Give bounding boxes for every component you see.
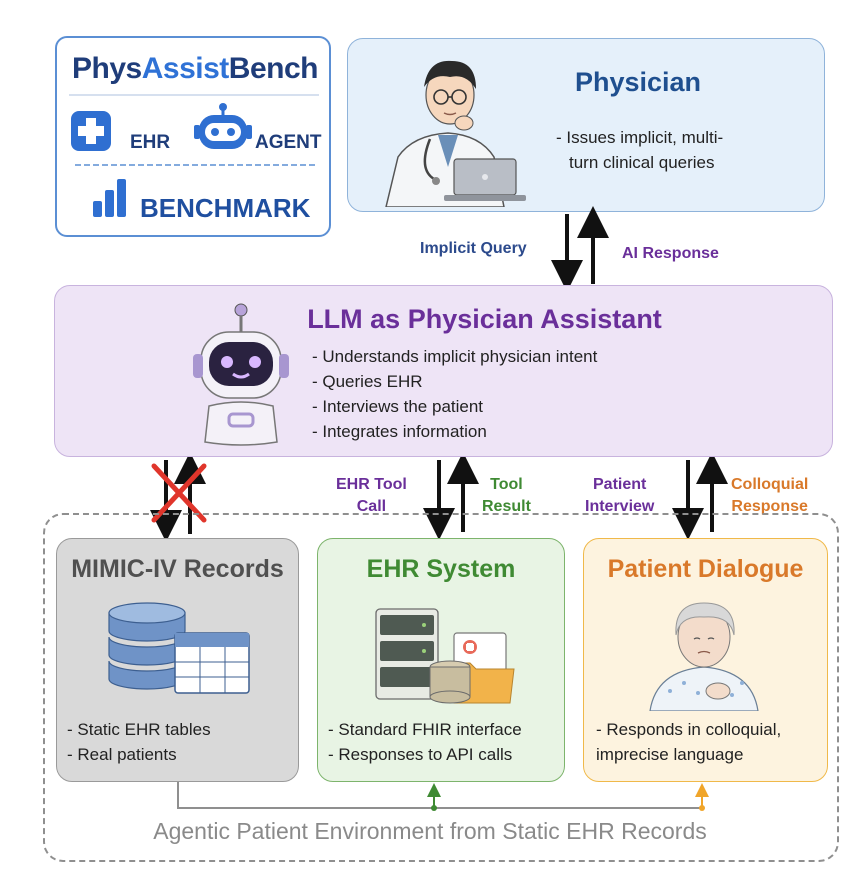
- blocked-cross-icon: [151, 463, 207, 523]
- robot-assistant-illustration: [193, 303, 289, 446]
- llm-capability: - Integrates information: [312, 422, 487, 441]
- database-icon: [108, 602, 250, 694]
- logo-title: PhysAssistBench: [72, 52, 318, 85]
- physician-description: - Issues implicit, multi- turn clinical …: [556, 128, 724, 172]
- environment-caption: Agentic Patient Environment from Static …: [153, 818, 707, 844]
- logo-graphics: [69, 94, 319, 217]
- patient-dialogue-title: Patient Dialogue: [607, 555, 804, 583]
- llm-capability: - Understands implicit physician intent: [312, 347, 598, 366]
- patient-dialogue-box: Patient Dialogue - Responds in colloquia…: [583, 538, 828, 782]
- colloquial-response-label: Colloquial Response: [731, 476, 809, 515]
- bar-chart-icon: [93, 179, 126, 217]
- disk-stack-icon: [429, 660, 471, 704]
- logo-ehr-label: EHR: [130, 132, 171, 153]
- logo-benchmark-label: BENCHMARK: [140, 193, 311, 223]
- mimic-title: MIMIC-IV Records: [71, 555, 284, 583]
- logo-agent-label: AGENT: [255, 132, 322, 153]
- server-icon: [375, 608, 515, 704]
- table-icon: [174, 632, 250, 694]
- physician-title: Physician: [574, 67, 702, 97]
- elderly-patient-illustration: [649, 602, 759, 711]
- llm-capability: - Queries EHR: [312, 372, 423, 391]
- llm-capability: - Interviews the patient: [312, 397, 484, 416]
- physician-illustration: [385, 60, 526, 207]
- ai-response-label: AI Response: [622, 245, 719, 262]
- implicit-query-label: Implicit Query: [420, 240, 527, 257]
- ehr-tool-call-label: EHR Tool Call: [336, 476, 407, 515]
- phys-assist-bench-logo: PhysAssistBench EHR AGENT BENCHMARK: [55, 36, 331, 237]
- physician-box: Physician - Issues implicit, multi- turn…: [347, 38, 825, 212]
- medical-cross-icon: [71, 111, 111, 151]
- patient-environment-container: [43, 513, 839, 862]
- tool-result-label: Tool Result: [482, 476, 531, 515]
- llm-title: LLM as Physician Assistant: [307, 304, 662, 334]
- ehr-system-title: EHR System: [366, 555, 516, 583]
- llm-capabilities-list: - Understands implicit physician intent …: [312, 344, 597, 444]
- patient-interview-label: Patient Interview: [585, 476, 655, 515]
- ehr-system-description: - Standard FHIR interface - Responses to…: [328, 720, 522, 764]
- llm-assistant-box: LLM as Physician Assistant - Understands…: [54, 285, 833, 457]
- mimic-records-box: MIMIC-IV Records - Static EHR tables - R…: [56, 538, 299, 782]
- patient-dialogue-description: - Responds in colloquial, imprecise lang…: [596, 720, 782, 764]
- robot-icon: [194, 103, 252, 149]
- ehr-system-box: EHR System - Standard FHIR interface - R…: [317, 538, 565, 782]
- mimic-description: - Static EHR tables - Real patients: [67, 720, 211, 764]
